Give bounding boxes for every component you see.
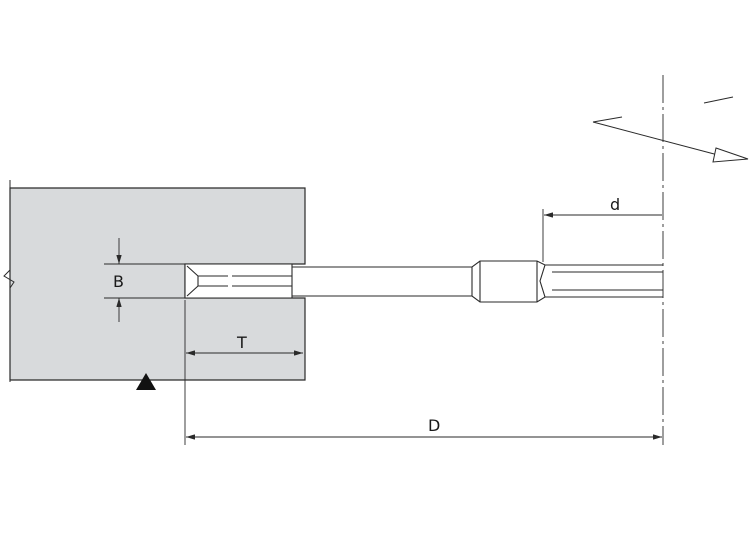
dimension-B (104, 238, 185, 322)
label-d: d (610, 195, 620, 214)
cutter-head (184, 263, 293, 299)
arbor-shaft (292, 260, 663, 303)
break-line (3, 180, 15, 382)
label-B: B (113, 272, 124, 291)
dimension-d (542, 209, 662, 262)
rotation-arrow-icon (592, 96, 749, 163)
dimension-T (184, 300, 303, 445)
label-D: D (428, 416, 440, 435)
support-triangle-icon (136, 373, 156, 390)
label-T: T (236, 333, 247, 352)
